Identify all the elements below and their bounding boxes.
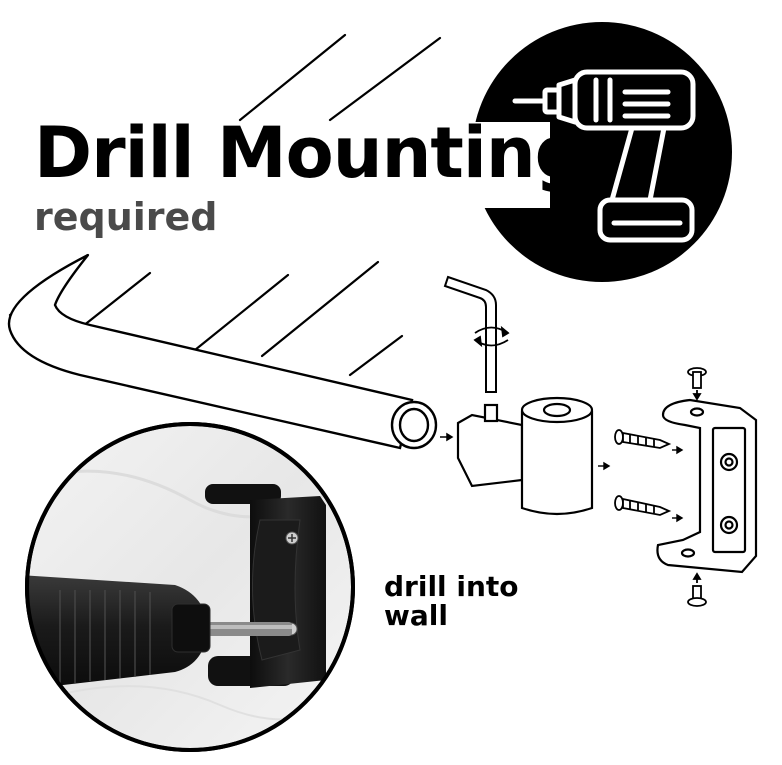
- drill-badge: [472, 22, 732, 282]
- direction-arrow-2: [598, 461, 611, 471]
- allen-key: [443, 275, 497, 393]
- power-drill-icon: [512, 69, 696, 243]
- photo-caption: drill into wall: [384, 572, 519, 631]
- direction-arrow: [440, 432, 454, 442]
- photo-caption-line-2: wall: [384, 599, 448, 633]
- rod-end-connector: [456, 396, 594, 516]
- wall-screw-lower: [614, 495, 672, 516]
- set-screw-top: [687, 367, 707, 401]
- page-subtitle: required: [34, 195, 218, 239]
- title-backdrop: [30, 122, 550, 208]
- wall-bracket: [656, 398, 758, 574]
- set-screw-bottom: [687, 572, 707, 607]
- screw-arrows: [672, 445, 684, 523]
- rotate-arrows-icon: [473, 325, 510, 348]
- drill-photo: [25, 422, 355, 752]
- wall-screw-upper: [614, 429, 672, 449]
- towel-bar: [7, 253, 438, 450]
- photo-caption-line-1: drill into: [384, 570, 519, 603]
- subtitle-backdrop: [30, 200, 220, 248]
- page-title: Drill Mounting: [34, 112, 585, 194]
